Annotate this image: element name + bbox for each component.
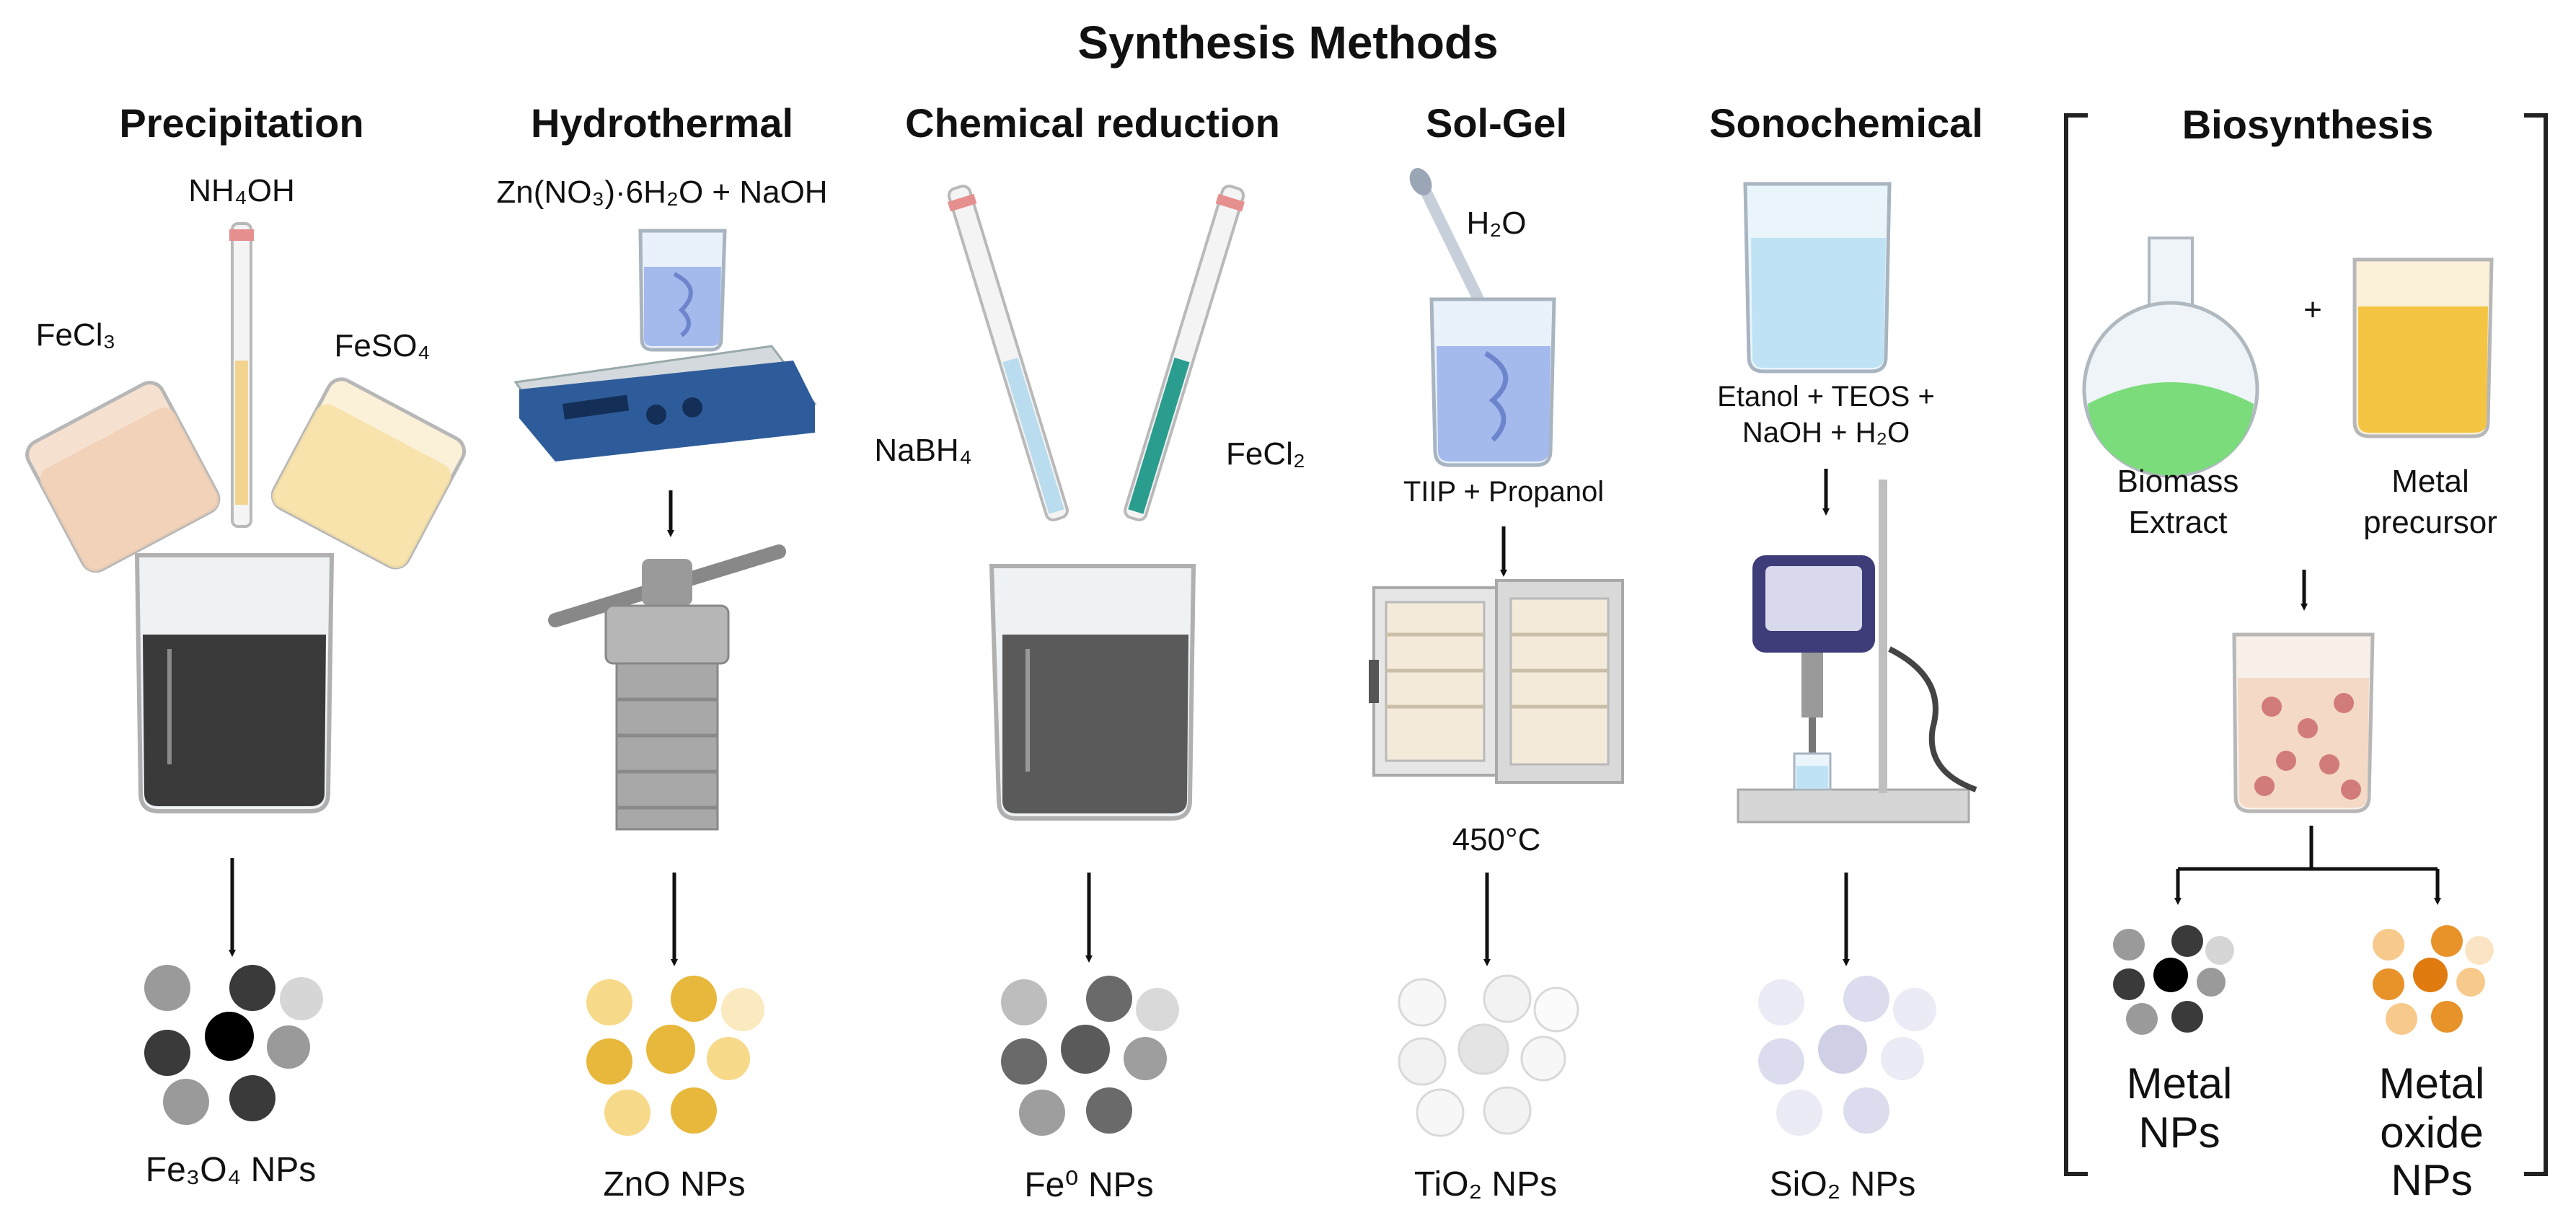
precipitation-art	[25, 222, 466, 1125]
biosynthesis-heading: Biosynthesis	[2182, 102, 2434, 147]
hydrothermal-heading: Hydrothermal	[530, 100, 794, 146]
sonochemical-heading: Sonochemical	[1709, 100, 1983, 146]
metal-precursor-label-line1: Metal	[2391, 464, 2469, 499]
hydrothermal-reagent-top: Zn(NO₃)·6H₂O + NaOH	[496, 175, 828, 210]
precipitation-product: Fe₃O₄ NPs	[145, 1151, 317, 1189]
sol-gel-temperature: 450°C	[1452, 822, 1541, 857]
chemical-reduction-art	[947, 185, 1245, 1136]
feso4-beaker-icon	[270, 377, 466, 570]
metal-oxide-nps-label-line2: oxide NPs	[2380, 1108, 2484, 1204]
flask-icon	[2082, 237, 2259, 478]
biosynthesis-beaker-icon	[2232, 632, 2375, 813]
precipitation-reagent-right: FeSO₄	[334, 328, 431, 363]
sol-gel-reagent-mid: TIIP + Propanol	[1403, 476, 1605, 508]
sonochemical-art	[1737, 182, 1977, 1136]
sol-gel-heading: Sol-Gel	[1425, 100, 1568, 146]
fecl2-pipette-icon	[1124, 185, 1245, 521]
biomass-label-line2: Extract	[2128, 505, 2228, 540]
metal-nps-label-line2: NPs	[2138, 1108, 2220, 1157]
metal-precursor-label-line2: precursor	[2363, 505, 2497, 540]
biosynthesis-plus: +	[2303, 292, 2322, 327]
precipitation-reagent-top: NH₄OH	[188, 173, 295, 208]
zno-particles	[586, 976, 764, 1136]
autoclave-icon	[548, 544, 786, 831]
page-title: Synthesis Methods	[1077, 17, 1499, 69]
sonochemical-beaker-icon	[1743, 182, 1892, 374]
biosynthesis-art	[2064, 113, 2548, 1176]
furnace-icon	[1369, 579, 1624, 784]
chemical-reduction-heading: Chemical reduction	[905, 100, 1280, 146]
fecl3-beaker-icon	[25, 381, 221, 573]
metal-np-particles	[2113, 925, 2234, 1035]
sonochemical-product: SiO₂ NPs	[1769, 1165, 1916, 1204]
chemical-reduction-reagent-left: NaBH₄	[874, 433, 972, 468]
metal-oxide-np-particles	[2373, 925, 2494, 1035]
metal-nps-label-line1: Metal	[2126, 1059, 2233, 1108]
dropper-icon	[1409, 168, 1488, 312]
sol-gel-art	[1369, 168, 1624, 1137]
sonochemical-reagent-line1: Etanol + TEOS +	[1717, 381, 1935, 412]
hot-plate-stirrer-icon	[513, 345, 817, 462]
fe0-particles	[1001, 976, 1179, 1136]
hydrothermal-art	[513, 229, 817, 1136]
biomass-label-line1: Biomass	[2117, 464, 2239, 499]
nabh4-pipette-icon	[947, 185, 1069, 521]
biosynthesis-split-arrows	[2174, 826, 2441, 905]
sol-gel-product: TiO₂ NPs	[1413, 1165, 1558, 1204]
sol-gel-reagent-top: H₂O	[1466, 206, 1527, 241]
metal-oxide-nps-label-line1: Metal	[2378, 1059, 2485, 1108]
chemical-reduction-product: Fe⁰ NPs	[1024, 1166, 1154, 1204]
precipitation-heading: Precipitation	[119, 100, 364, 146]
hydrothermal-product: ZnO NPs	[603, 1165, 746, 1204]
metal-precursor-beaker-icon	[2352, 257, 2494, 438]
sio2-particles	[1758, 976, 1936, 1136]
chemical-reduction-reagent-right: FeCl₂	[1226, 436, 1305, 472]
sonochemical-reagent-line2: NaOH + H₂O	[1742, 417, 1910, 449]
sol-gel-beaker-icon	[1429, 297, 1556, 467]
hydrothermal-beaker-icon	[638, 229, 727, 352]
precipitation-reagent-left: FeCl₃	[35, 317, 116, 353]
fe3o4-particles	[144, 965, 323, 1125]
tio2-particles	[1398, 974, 1579, 1137]
reduction-beaker-icon	[989, 564, 1196, 821]
sonicator-icon	[1737, 480, 1977, 824]
biosynthesis-bracket	[2064, 113, 2548, 1176]
precipitation-beaker-icon	[134, 553, 335, 813]
